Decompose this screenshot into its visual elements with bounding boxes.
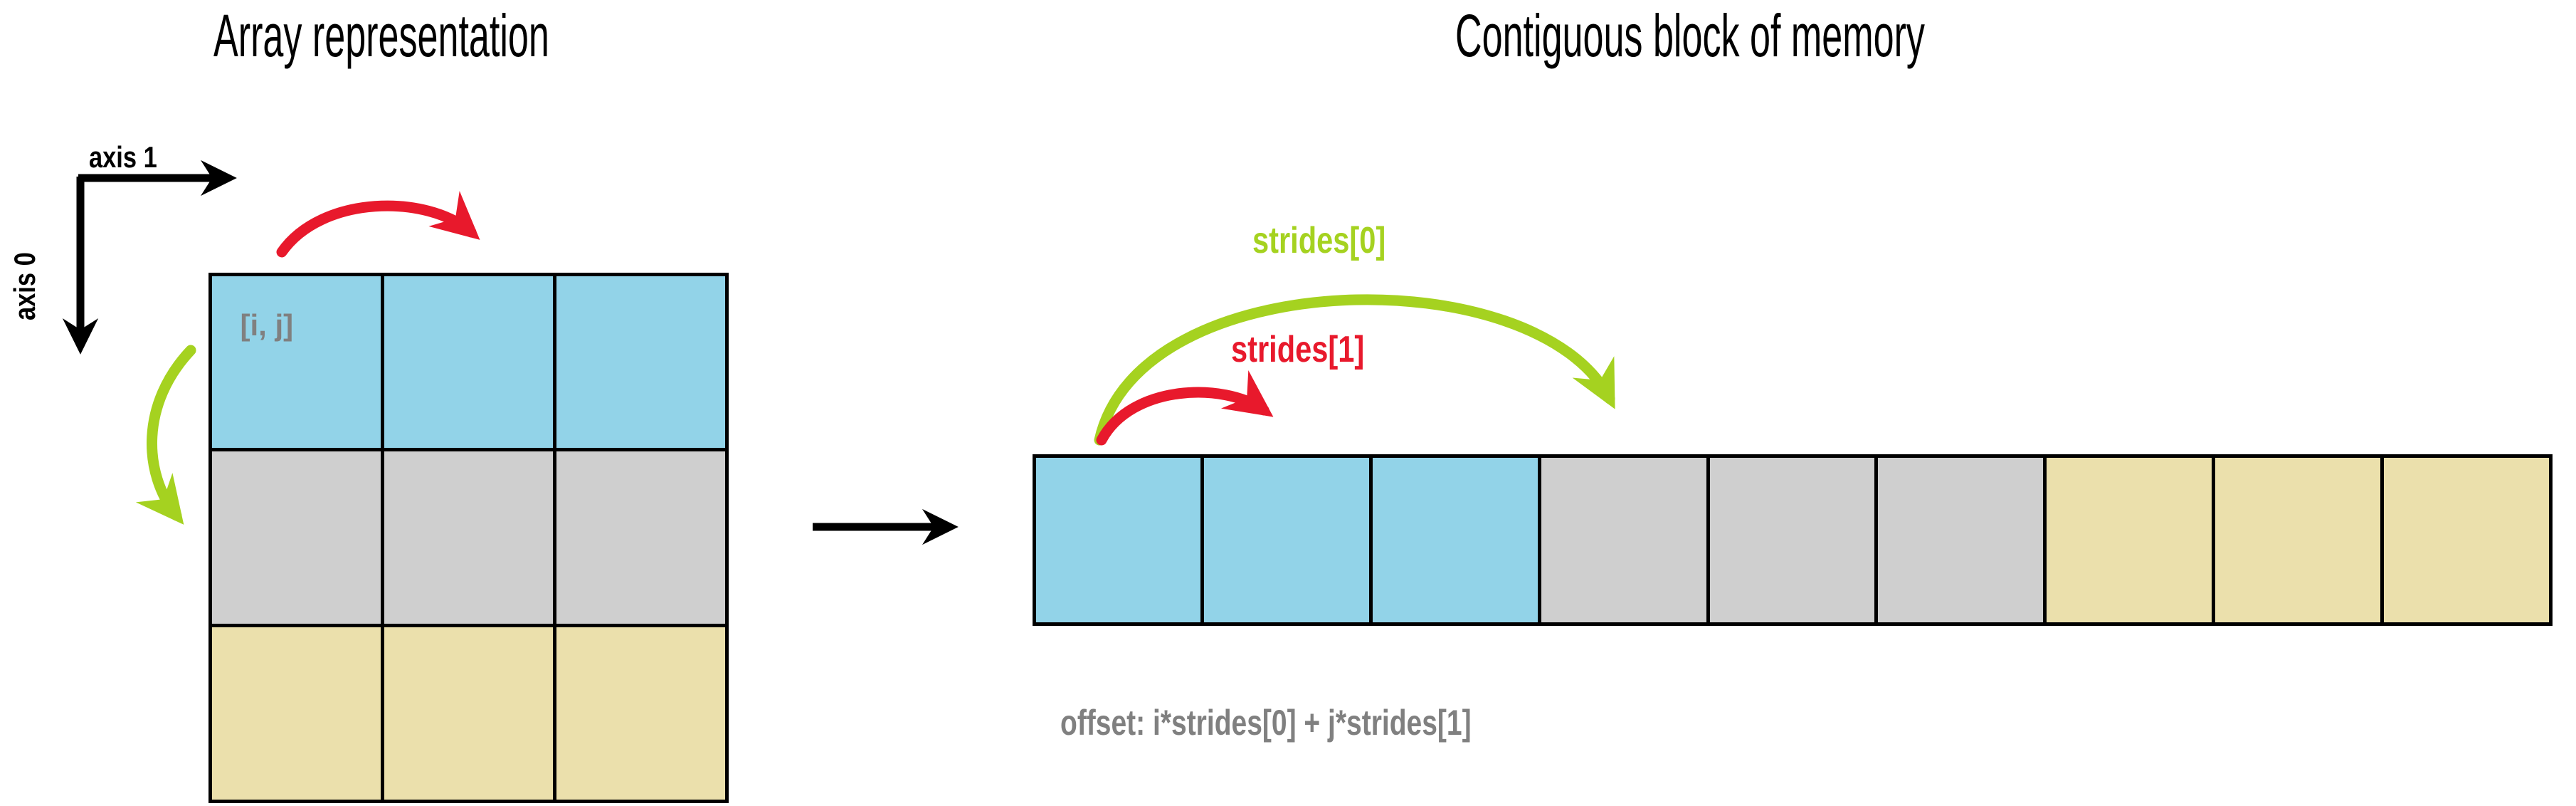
memory-cell-4 bbox=[1706, 454, 1879, 626]
array-cell-2-2 bbox=[552, 623, 729, 803]
offset-formula-caption: offset: i*strides[0] + j*strides[1] bbox=[1060, 703, 1472, 743]
memory-cell-5 bbox=[1874, 454, 2047, 626]
array-grid: [i, j] bbox=[208, 272, 729, 803]
array-cell-2-0 bbox=[208, 623, 384, 803]
array-cell-0-2 bbox=[552, 272, 729, 452]
memory-cell-6 bbox=[2043, 454, 2215, 626]
row-direction-arrow bbox=[276, 191, 480, 258]
memory-cell-7 bbox=[2211, 454, 2384, 626]
array-cell-2-1 bbox=[380, 623, 556, 803]
memory-cell-0 bbox=[1032, 454, 1205, 626]
array-cell-1-2 bbox=[552, 448, 729, 627]
array-cell-index-label: [i, j] bbox=[240, 308, 294, 342]
strides1-label: strides[1] bbox=[1231, 329, 1365, 370]
page-title-contiguous-memory: Contiguous block of memory bbox=[1455, 2, 1925, 69]
array-cell-0-0: [i, j] bbox=[208, 272, 384, 452]
array-cell-0-1 bbox=[380, 272, 556, 452]
array-cell-1-1 bbox=[380, 448, 556, 627]
array-cell-1-0 bbox=[208, 448, 384, 627]
strides1-arrow bbox=[1096, 370, 1274, 446]
memory-cell-8 bbox=[2380, 454, 2553, 626]
axis-0-label: axis 0 bbox=[8, 252, 41, 320]
axis-1-label: axis 1 bbox=[89, 140, 157, 174]
column-direction-arrow bbox=[135, 345, 196, 525]
memory-cell-1 bbox=[1200, 454, 1373, 626]
memory-strip bbox=[1032, 454, 2553, 626]
page-title-array-representation: Array representation bbox=[213, 2, 549, 69]
memory-cell-2 bbox=[1369, 454, 1541, 626]
strides0-label: strides[0] bbox=[1252, 220, 1386, 261]
memory-cell-3 bbox=[1537, 454, 1710, 626]
